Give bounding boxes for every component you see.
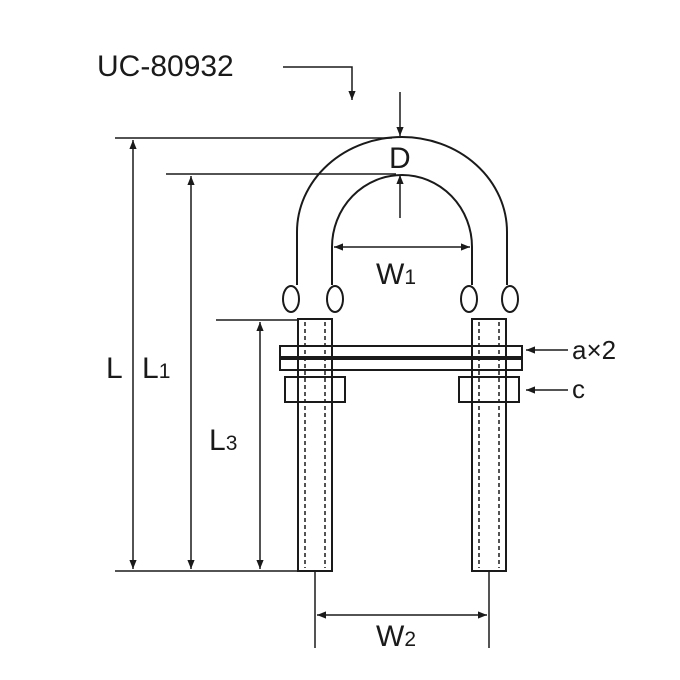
plate-callout-label: a×2: [572, 335, 616, 365]
part-number-leader-arrow: [283, 66, 356, 100]
dimension-d-label: D: [389, 142, 411, 175]
weld-oval-right-inner: [460, 285, 478, 313]
u-bend-outer: [296, 136, 508, 285]
dimension-l3-label: L3: [209, 424, 237, 457]
nut-left: [284, 376, 346, 403]
weld-oval-left-inner: [326, 285, 344, 313]
dimension-l1-label: L1: [142, 352, 170, 385]
dimension-l-label: L: [106, 352, 123, 385]
dimension-w2-label: W2: [376, 620, 416, 653]
plate-upper: [279, 345, 523, 358]
weld-oval-left-outer: [282, 285, 300, 313]
nut-callout-label: c: [572, 374, 585, 404]
nut-right: [458, 376, 520, 403]
dimension-w1-label: W1: [376, 258, 416, 291]
weld-oval-right-outer: [501, 285, 519, 313]
part-number-label: UC-80932: [97, 50, 234, 83]
plate-lower: [279, 358, 523, 371]
